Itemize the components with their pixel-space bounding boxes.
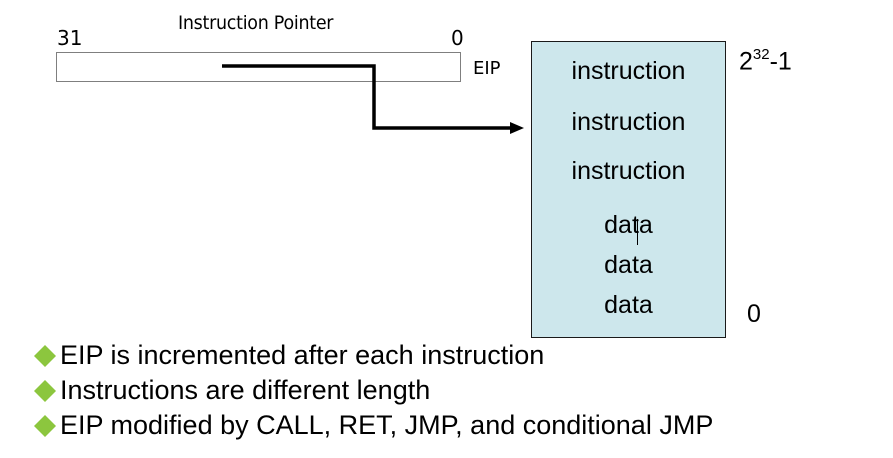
top-address-base: 2 bbox=[739, 47, 753, 76]
top-address-suffix: -1 bbox=[769, 47, 792, 76]
text-cursor bbox=[637, 219, 638, 245]
top-address-exponent: 32 bbox=[752, 46, 770, 63]
eip-register-box bbox=[56, 52, 461, 82]
bottom-address-label: 0 bbox=[747, 300, 761, 328]
diamond-icon bbox=[34, 414, 56, 437]
pointer-arrow-head bbox=[510, 122, 524, 134]
bullet-item: EIP modified by CALL, RET, JMP, and cond… bbox=[34, 408, 713, 443]
top-address-label: 232-1 bbox=[739, 46, 792, 76]
memory-block: instruction instruction instruction data… bbox=[531, 41, 726, 338]
bullet-item: Instructions are different length bbox=[34, 373, 713, 408]
register-low-bit-label: 0 bbox=[451, 26, 464, 50]
diamond-icon bbox=[34, 379, 56, 402]
memory-cell-data: data bbox=[604, 211, 653, 239]
diamond-icon bbox=[34, 344, 56, 367]
memory-cell-instruction: instruction bbox=[571, 108, 686, 136]
bullet-text: Instructions are different length bbox=[60, 375, 431, 405]
register-title: Instruction Pointer bbox=[178, 12, 334, 34]
memory-cell-instruction: instruction bbox=[571, 157, 686, 185]
bullet-text: EIP is incremented after each instructio… bbox=[60, 340, 545, 370]
memory-cell-data: data bbox=[604, 291, 653, 319]
bullet-list: EIP is incremented after each instructio… bbox=[34, 338, 713, 443]
register-high-bit-label: 31 bbox=[57, 26, 83, 50]
register-name-label: EIP bbox=[473, 58, 501, 79]
bullet-item: EIP is incremented after each instructio… bbox=[34, 338, 713, 373]
memory-cell-instruction: instruction bbox=[571, 57, 686, 85]
memory-cell-data: data bbox=[604, 251, 653, 279]
bullet-text: EIP modified by CALL, RET, JMP, and cond… bbox=[60, 410, 714, 440]
